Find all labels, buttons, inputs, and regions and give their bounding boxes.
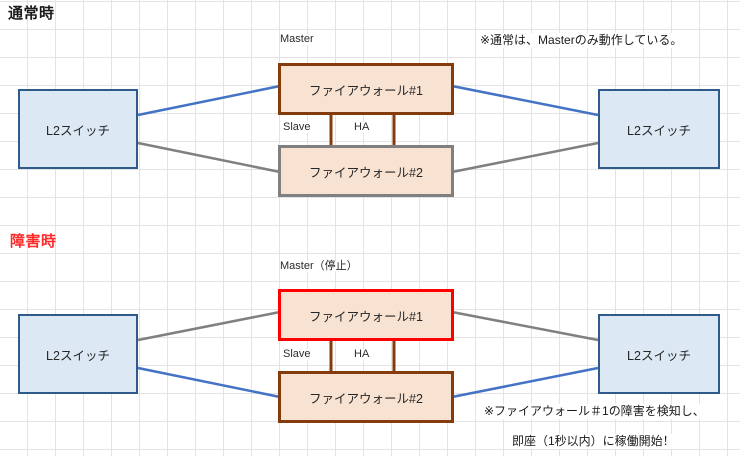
node-normal-firewall-2[interactable]: ファイアウォール#2 xyxy=(278,145,454,197)
node-label: ファイアウォール#1 xyxy=(309,309,423,324)
node-failure-right-switch[interactable]: L2スイッチ xyxy=(598,314,720,394)
node-label: L2スイッチ xyxy=(627,123,691,138)
node-label: L2スイッチ xyxy=(46,348,110,363)
link-normal-left-switch-to-fw2 xyxy=(137,141,281,174)
note-failure-line2: 即座（1秒以内）に稼働開始！ xyxy=(512,434,675,449)
link-failure-left-switch-to-fw1 xyxy=(137,310,281,342)
node-normal-firewall-1[interactable]: ファイアウォール#1 xyxy=(278,63,454,115)
node-label: L2スイッチ xyxy=(627,348,691,363)
link-failure-fw1-to-right-switch xyxy=(451,310,599,342)
link-normal-left-switch-to-fw1 xyxy=(137,84,281,117)
label-failure-master-stopped: Master（停止） xyxy=(280,260,358,272)
node-normal-left-switch[interactable]: L2スイッチ xyxy=(18,89,138,169)
node-label: L2スイッチ xyxy=(46,123,110,138)
node-normal-right-switch[interactable]: L2スイッチ xyxy=(598,89,720,169)
section-title-normal: 通常時 xyxy=(8,5,55,22)
section-title-failure: 障害時 xyxy=(10,233,57,250)
node-failure-left-switch[interactable]: L2スイッチ xyxy=(18,314,138,394)
label-failure-slave: Slave xyxy=(281,348,313,360)
node-failure-firewall-1[interactable]: ファイアウォール#1 xyxy=(278,289,454,341)
link-normal-fw2-to-right-switch xyxy=(451,141,599,174)
link-normal-fw1-to-right-switch xyxy=(451,84,599,117)
node-label: ファイアウォール#2 xyxy=(309,165,423,180)
label-normal-slave: Slave xyxy=(281,121,313,133)
label-normal-master: Master xyxy=(280,33,314,45)
label-normal-ha: HA xyxy=(352,121,372,133)
note-failure-line1: ※ファイアウォール＃1の障害を検知し、 xyxy=(484,404,705,419)
node-failure-firewall-2[interactable]: ファイアウォール#2 xyxy=(278,371,454,423)
note-normal: ※通常は、Masterのみ動作している。 xyxy=(480,33,683,48)
link-failure-left-switch-to-fw2 xyxy=(137,366,281,399)
node-label: ファイアウォール#2 xyxy=(309,391,423,406)
node-label: ファイアウォール#1 xyxy=(309,83,423,98)
label-failure-ha: HA xyxy=(352,348,372,360)
link-failure-fw2-to-right-switch xyxy=(451,366,599,399)
